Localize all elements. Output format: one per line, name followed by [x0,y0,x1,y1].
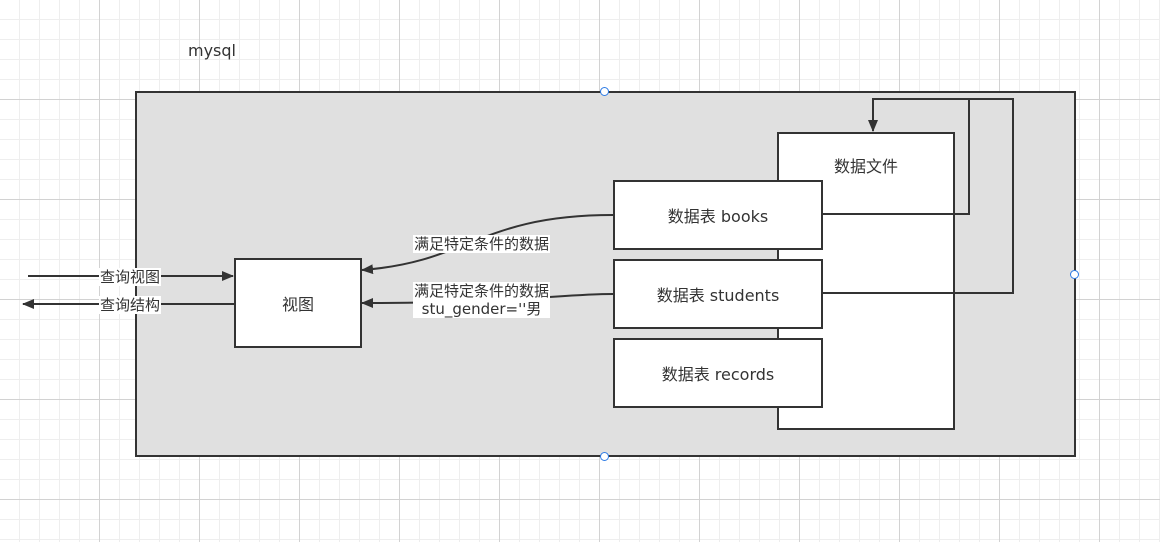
view-node[interactable]: 视图 [234,258,362,348]
books-to-data-file-connector[interactable] [823,98,970,215]
table-books-node[interactable]: 数据表 books [613,180,823,250]
students-to-view-label-line1: 满足特定条件的数据 [414,282,550,300]
table-records-node[interactable]: 数据表 records [613,338,823,408]
view-label: 视图 [281,295,314,314]
table-students-label: 数据表 students [656,286,780,305]
table-students-node[interactable]: 数据表 students [613,259,823,329]
table-records-label: 数据表 records [661,365,775,384]
resize-handle-bottom[interactable] [600,452,609,461]
data-file-label: 数据文件 [833,157,898,176]
container-title: mysql [188,41,236,60]
query-structure-label: 查询结构 [99,296,162,314]
books-to-view-label: 满足特定条件的数据 [413,235,551,253]
resize-handle-right[interactable] [1070,270,1079,279]
students-to-data-file-connector[interactable] [823,98,1014,294]
students-to-view-label-line2: stu_gender=''男 [421,300,542,318]
students-to-view-label: 满足特定条件的数据 stu_gender=''男 [413,282,551,318]
resize-handle-top[interactable] [600,87,609,96]
query-view-label: 查询视图 [99,268,162,286]
table-books-label: 数据表 books [667,207,769,226]
